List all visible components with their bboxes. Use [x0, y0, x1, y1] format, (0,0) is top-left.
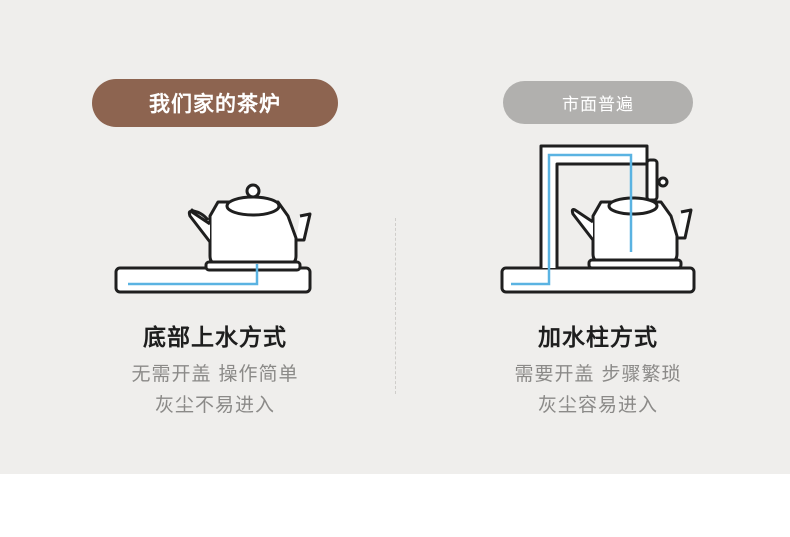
column-fill-kettle-illustration: [500, 144, 696, 294]
kettle-icon: [190, 183, 312, 272]
water-column-icon: [539, 144, 649, 268]
common-product-badge: 市面普遍: [503, 81, 693, 124]
bottom-fill-kettle-illustration: [114, 183, 312, 294]
our-product-badge-label: 我们家的茶炉: [149, 92, 281, 116]
right-method-desc-1: 需要开盖 步骤繁琐: [514, 363, 682, 385]
center-divider: [395, 218, 396, 394]
left-method-title: 底部上水方式: [143, 325, 287, 351]
stove-base-icon: [500, 266, 696, 294]
left-method-desc-2: 灰尘不易进入: [154, 394, 275, 416]
kettle-icon: [587, 196, 693, 270]
our-product-badge: 我们家的茶炉: [92, 79, 338, 127]
left-method-desc-1: 无需开盖 操作简单: [131, 363, 299, 385]
comparison-panel: 我们家的茶炉 底部上水方式 无需开盖 操作简单 灰尘不易进入 市面普遍: [0, 0, 790, 474]
water-path-icon: [511, 153, 633, 286]
stove-base-icon: [114, 266, 312, 294]
right-method-title: 加水柱方式: [538, 325, 658, 351]
water-path-icon: [128, 264, 259, 286]
common-product-badge-label: 市面普遍: [562, 95, 634, 115]
right-method-desc-2: 灰尘容易进入: [537, 394, 658, 416]
